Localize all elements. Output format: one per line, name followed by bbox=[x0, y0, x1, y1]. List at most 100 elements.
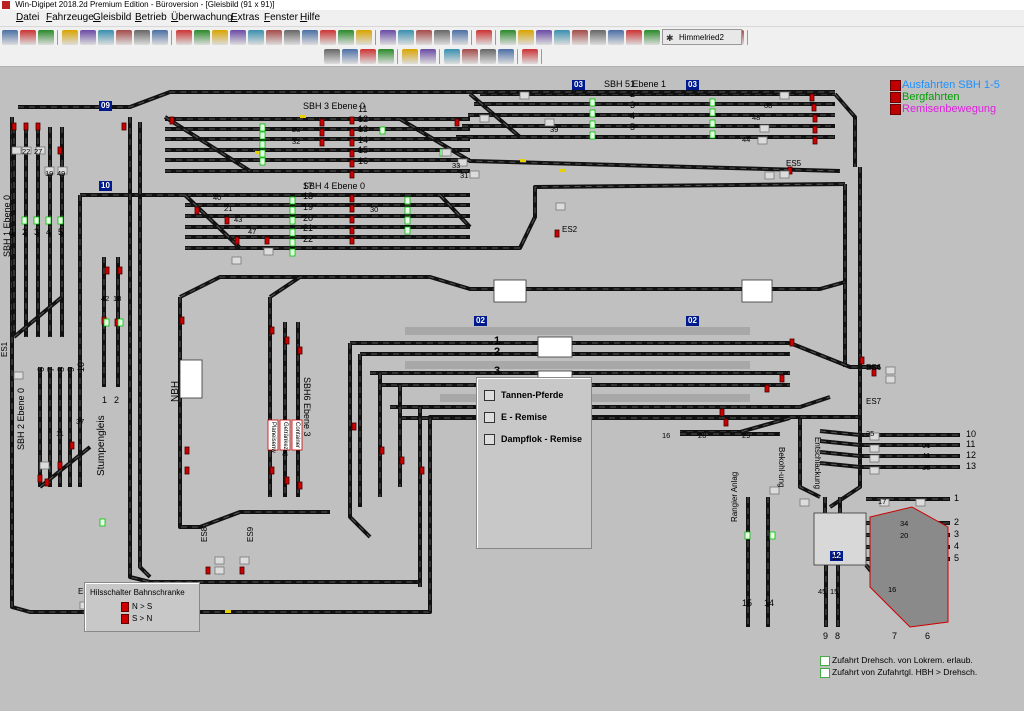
track-block[interactable] bbox=[39, 461, 50, 470]
sbh6-wagon[interactable] bbox=[267, 419, 279, 451]
signal-icon[interactable] bbox=[269, 466, 275, 475]
track-block[interactable] bbox=[214, 556, 225, 565]
signal-icon[interactable] bbox=[297, 481, 303, 490]
toolbar-button[interactable] bbox=[416, 30, 432, 45]
nbh-wagon[interactable] bbox=[179, 359, 203, 399]
track-block[interactable] bbox=[759, 124, 770, 133]
signal-icon[interactable] bbox=[349, 204, 355, 213]
toolbar-button[interactable] bbox=[194, 30, 210, 45]
track-block[interactable] bbox=[11, 146, 22, 155]
block-number-badge[interactable]: 09 bbox=[99, 101, 112, 111]
sbh6-wagon[interactable] bbox=[279, 419, 291, 451]
toolbar-button[interactable] bbox=[480, 49, 496, 64]
signal-green-icon[interactable] bbox=[289, 196, 296, 205]
signal-icon[interactable] bbox=[779, 374, 785, 383]
toolbar-button[interactable] bbox=[134, 30, 150, 45]
toolbar-button[interactable] bbox=[554, 30, 570, 45]
signal-icon[interactable] bbox=[809, 93, 815, 102]
toolbar-button[interactable] bbox=[572, 30, 588, 45]
signal-icon[interactable] bbox=[205, 566, 211, 575]
track-block[interactable] bbox=[869, 432, 880, 441]
signal-icon[interactable] bbox=[349, 128, 355, 137]
signal-icon[interactable] bbox=[719, 408, 725, 417]
toolbar-button[interactable] bbox=[452, 30, 468, 45]
toolbar-button[interactable] bbox=[320, 30, 336, 45]
track-block[interactable] bbox=[769, 486, 780, 495]
track-block[interactable] bbox=[13, 371, 24, 380]
signal-icon[interactable] bbox=[319, 118, 325, 127]
track-block[interactable] bbox=[21, 146, 32, 155]
signal-icon[interactable] bbox=[44, 478, 50, 487]
signal-icon[interactable] bbox=[234, 236, 240, 245]
toolbar-button[interactable] bbox=[434, 30, 450, 45]
signal-icon[interactable] bbox=[169, 116, 175, 125]
signal-icon[interactable] bbox=[349, 236, 355, 245]
signal-icon[interactable] bbox=[37, 474, 43, 483]
track-block[interactable] bbox=[479, 114, 490, 123]
track-block[interactable] bbox=[757, 136, 768, 145]
signal-green-icon[interactable] bbox=[289, 238, 296, 247]
signal-icon[interactable] bbox=[264, 236, 270, 245]
toolbar-button[interactable] bbox=[476, 30, 492, 45]
toolbar-button[interactable] bbox=[62, 30, 78, 45]
toolbar-button[interactable] bbox=[116, 30, 132, 45]
track-block[interactable] bbox=[457, 158, 468, 167]
toolbar-button[interactable] bbox=[338, 30, 354, 45]
signal-green-icon[interactable] bbox=[709, 98, 716, 107]
switch-n-s[interactable]: N > S bbox=[121, 602, 152, 612]
sbh6-wagon[interactable] bbox=[291, 419, 303, 451]
track-block[interactable] bbox=[885, 375, 896, 384]
toolbar-button[interactable] bbox=[176, 30, 192, 45]
toolbar-button[interactable] bbox=[342, 49, 358, 64]
signal-icon[interactable] bbox=[349, 138, 355, 147]
signal-icon[interactable] bbox=[297, 346, 303, 355]
signal-green-icon[interactable] bbox=[589, 109, 596, 118]
signal-green-icon[interactable] bbox=[744, 531, 751, 540]
signal-green-icon[interactable] bbox=[404, 196, 411, 205]
signal-icon[interactable] bbox=[69, 441, 75, 450]
signal-icon[interactable] bbox=[764, 384, 770, 393]
signal-icon[interactable] bbox=[11, 122, 17, 131]
toolbar-button[interactable] bbox=[302, 30, 318, 45]
signal-green-icon[interactable] bbox=[57, 216, 64, 225]
toolbar-button[interactable] bbox=[518, 30, 534, 45]
signal-green-icon[interactable] bbox=[289, 216, 296, 225]
signal-green-icon[interactable] bbox=[589, 131, 596, 140]
signal-green-icon[interactable] bbox=[289, 228, 296, 237]
menu-ueberwachung[interactable]: Überwachung bbox=[171, 12, 233, 23]
signal-green-icon[interactable] bbox=[709, 119, 716, 128]
track-block[interactable] bbox=[231, 256, 242, 265]
signal-green-icon[interactable] bbox=[259, 157, 266, 166]
toolbar-button[interactable] bbox=[644, 30, 660, 45]
train-wagon[interactable] bbox=[493, 279, 527, 303]
menu-datei[interactable]: Datei bbox=[16, 12, 40, 23]
signal-icon[interactable] bbox=[812, 136, 818, 145]
platform[interactable] bbox=[440, 394, 750, 402]
platform[interactable] bbox=[405, 327, 750, 335]
toolbar-button[interactable] bbox=[462, 49, 478, 64]
block-number-badge[interactable]: 03 bbox=[572, 80, 585, 90]
track-block[interactable] bbox=[263, 247, 274, 256]
signal-icon[interactable] bbox=[349, 194, 355, 203]
signal-icon[interactable] bbox=[787, 166, 793, 175]
track-block[interactable] bbox=[779, 91, 790, 100]
track-block[interactable] bbox=[555, 202, 566, 211]
signal-green-icon[interactable] bbox=[259, 140, 266, 149]
signal-icon[interactable] bbox=[454, 118, 460, 127]
track-block[interactable] bbox=[214, 566, 225, 575]
track-block[interactable] bbox=[544, 118, 555, 127]
menu-gleisbild[interactable]: Gleisbild bbox=[93, 12, 132, 23]
train-wagon[interactable] bbox=[537, 336, 573, 358]
signal-icon[interactable] bbox=[811, 103, 817, 112]
menu-fenster[interactable]: Fenster bbox=[264, 12, 298, 23]
track-block[interactable] bbox=[885, 366, 896, 375]
signal-icon[interactable] bbox=[117, 266, 123, 275]
signal-green-icon[interactable] bbox=[45, 216, 52, 225]
toolbar-button[interactable] bbox=[398, 30, 414, 45]
track-block[interactable] bbox=[779, 170, 790, 179]
signal-green-icon[interactable] bbox=[709, 108, 716, 117]
toolbar-button[interactable] bbox=[444, 49, 460, 64]
signal-green-icon[interactable] bbox=[404, 226, 411, 235]
signal-green-icon[interactable] bbox=[99, 518, 106, 527]
signal-icon[interactable] bbox=[184, 446, 190, 455]
